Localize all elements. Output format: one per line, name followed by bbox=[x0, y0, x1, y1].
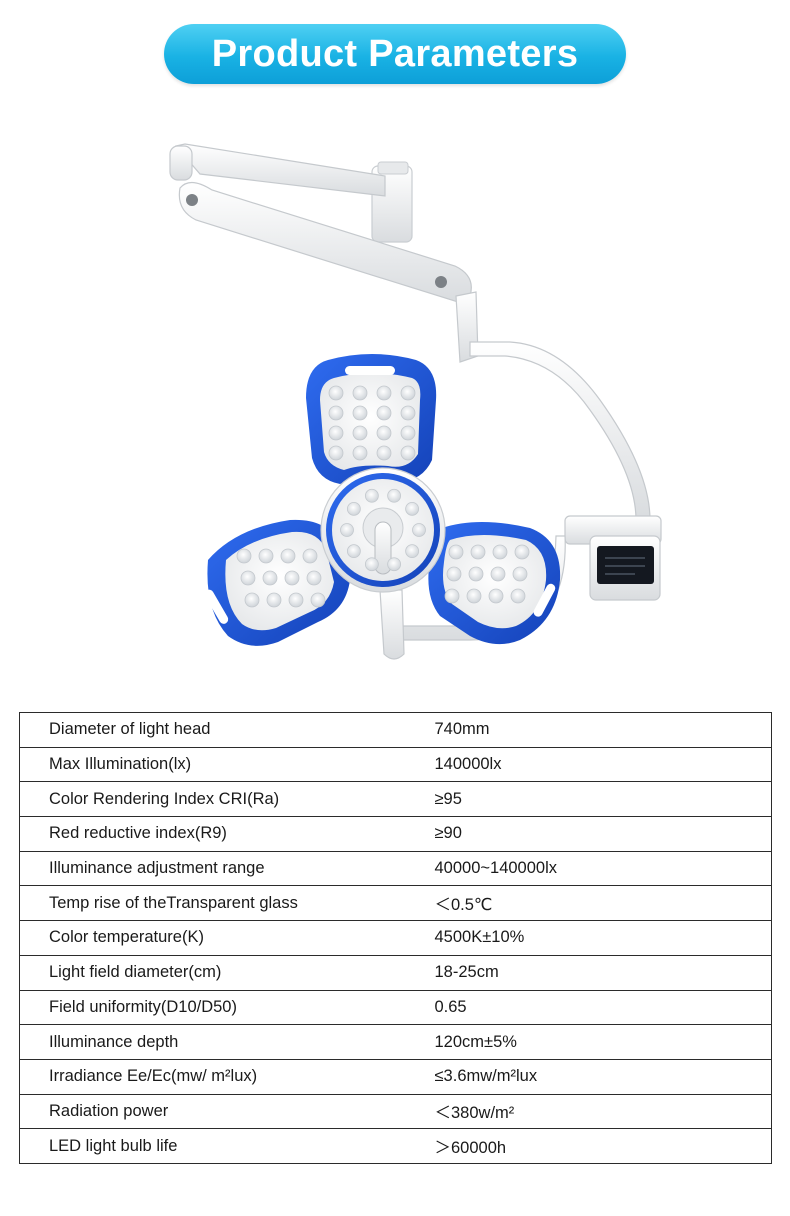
spec-value: ＜0.5℃ bbox=[420, 885, 772, 922]
table-row: Max Illumination(lx)140000lx bbox=[19, 746, 772, 783]
spec-value: 740mm bbox=[420, 712, 772, 748]
table-row: Temp rise of theTransparent glass＜0.5℃ bbox=[19, 885, 772, 922]
spec-name: Irradiance Ee/Ec(mw/ m²lux) bbox=[19, 1058, 421, 1095]
surgical-light-icon bbox=[169, 143, 662, 660]
spec-value: ≤3.6mw/m²lux bbox=[420, 1058, 772, 1095]
spec-value: ≥90 bbox=[420, 816, 772, 852]
spec-name: LED light bulb life bbox=[19, 1128, 421, 1164]
spec-value: 140000lx bbox=[420, 746, 772, 783]
spec-value: 40000~140000lx bbox=[420, 850, 772, 887]
spec-value: 0.65 bbox=[420, 989, 772, 1026]
spec-value: 4500K±10% bbox=[420, 920, 772, 956]
table-row: LED light bulb life＞60000h bbox=[19, 1128, 772, 1164]
spec-name: Illuminance depth bbox=[19, 1024, 421, 1060]
spec-value: 120cm±5% bbox=[420, 1024, 772, 1060]
light-head-top-petal bbox=[306, 354, 437, 484]
spec-value: 18-25cm bbox=[420, 954, 772, 991]
spec-name: Illuminance adjustment range bbox=[19, 850, 421, 887]
spec-name: Radiation power bbox=[19, 1093, 421, 1130]
spec-name: Light field diameter(cm) bbox=[19, 954, 421, 991]
table-row: Color temperature(K)4500K±10% bbox=[19, 920, 772, 956]
table-row: Field uniformity(D10/D50)0.65 bbox=[19, 989, 772, 1026]
spec-name: Color temperature(K) bbox=[19, 920, 421, 956]
table-row: Light field diameter(cm)18-25cm bbox=[19, 954, 772, 991]
spec-name: Field uniformity(D10/D50) bbox=[19, 989, 421, 1026]
title-banner: Product Parameters bbox=[164, 24, 626, 84]
spring-arm bbox=[178, 181, 472, 303]
spec-value: ≥95 bbox=[420, 781, 772, 818]
spec-name: Temp rise of theTransparent glass bbox=[19, 885, 421, 922]
table-row: Radiation power＜380w/m² bbox=[19, 1093, 772, 1130]
led-lens-array bbox=[236, 385, 530, 608]
spec-name: Max Illumination(lx) bbox=[19, 746, 421, 783]
table-row: Red reductive index(R9)≥90 bbox=[19, 816, 772, 852]
table-row: Color Rendering Index CRI(Ra)≥95 bbox=[19, 781, 772, 818]
spec-value: ＞60000h bbox=[420, 1128, 772, 1164]
spec-name: Red reductive index(R9) bbox=[19, 816, 421, 852]
spec-name: Color Rendering Index CRI(Ra) bbox=[19, 781, 421, 818]
spec-name: Diameter of light head bbox=[19, 712, 421, 748]
page-title: Product Parameters bbox=[211, 32, 579, 75]
spec-value: ＜380w/m² bbox=[420, 1093, 772, 1130]
table-row: Irradiance Ee/Ec(mw/ m²lux)≤3.6mw/m²lux bbox=[19, 1058, 772, 1095]
light-head-center bbox=[320, 467, 446, 593]
